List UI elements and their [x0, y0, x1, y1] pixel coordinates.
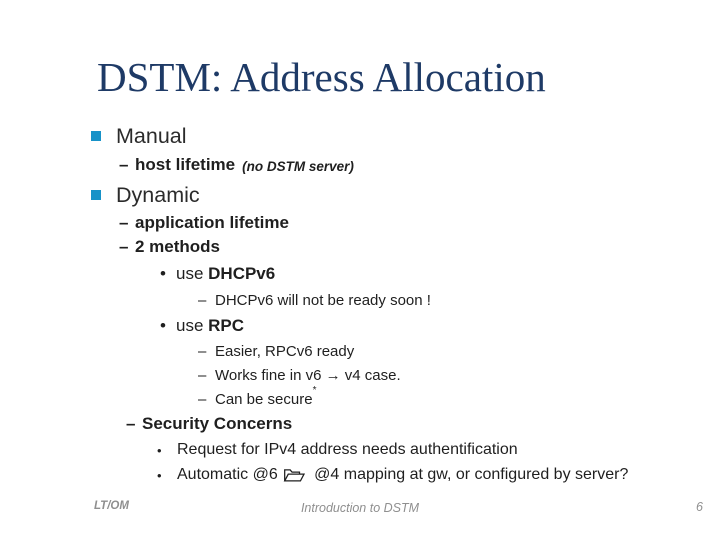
slide-title: DSTM: Address Allocation [97, 54, 546, 100]
dash-marker: – [198, 292, 207, 309]
application-lifetime-label: application lifetime [135, 213, 289, 232]
note-rpc-works: – Works fine in v6 → v4 case. [198, 367, 401, 384]
security-mapping-post: @4 mapping at gw, or configured by serve… [309, 466, 629, 483]
dash-marker: – [119, 213, 129, 232]
dash-marker: – [198, 343, 207, 360]
use-word: use [176, 264, 209, 283]
bullet-marker: • [160, 264, 166, 283]
sub-bullet-use-dhcpv6: • use DHCPv6 [160, 264, 275, 284]
footer-title: Introduction to DSTM [300, 501, 420, 515]
bullet-manual-label: Manual [116, 124, 187, 148]
note-rpc-easier: – Easier, RPCv6 ready [198, 343, 354, 360]
bullet-marker: • [157, 443, 162, 458]
bullet-marker: • [157, 468, 162, 483]
bullet-dynamic-label: Dynamic [116, 183, 200, 207]
open-folder-icon [283, 467, 305, 488]
square-bullet-icon [91, 190, 101, 200]
use-word: use [176, 316, 209, 335]
rpc-easier-label: Easier, RPCv6 ready [215, 343, 355, 360]
dash-marker: – [119, 155, 129, 174]
rpc-label: RPC [208, 316, 245, 335]
host-lifetime-note: (no DSTM server) [242, 159, 354, 174]
dash-marker: – [119, 237, 129, 256]
security-concerns-label: Security Concerns [142, 414, 293, 433]
sub-bullet-application-lifetime: – application lifetime [119, 213, 289, 233]
bullet-dynamic: Dynamic [91, 183, 200, 208]
two-methods-label: 2 methods [135, 237, 221, 256]
sub-bullet-security-concerns: – Security Concerns [126, 414, 292, 434]
bullet-marker: • [160, 316, 166, 335]
security-auth-label: Request for IPv4 address needs authentif… [177, 441, 518, 458]
footer-page-number: 6 [696, 500, 703, 514]
bullet-manual: Manual [91, 124, 187, 149]
note-security-mapping: • Automatic @6 @4 mapping at gw, or conf… [157, 466, 628, 488]
dash-marker: – [198, 391, 207, 408]
note-rpc-secure: – Can be secure * [198, 385, 317, 409]
footer-author: LT/OM [94, 500, 129, 512]
dhcpv6-note-label: DHCPv6 will not be ready soon ! [215, 292, 431, 309]
sub-bullet-two-methods: – 2 methods [119, 237, 220, 257]
note-dhcpv6-not-ready: – DHCPv6 will not be ready soon ! [198, 292, 431, 309]
security-mapping-pre: Automatic @6 [177, 466, 278, 483]
rpc-secure-label: Can be secure [215, 391, 313, 408]
sub-bullet-host-lifetime: – host lifetime (no DSTM server) [119, 155, 354, 175]
square-bullet-icon [91, 131, 101, 141]
dash-marker: – [198, 367, 207, 384]
host-lifetime-label: host lifetime [135, 155, 236, 174]
note-security-auth: • Request for IPv4 address needs authent… [157, 441, 518, 459]
dash-marker: – [126, 414, 136, 433]
rpc-works-label: Works fine in v6 → v4 case. [215, 367, 401, 384]
sub-bullet-use-rpc: • use RPC [160, 316, 244, 336]
dhcpv6-label: DHCPv6 [208, 264, 276, 283]
